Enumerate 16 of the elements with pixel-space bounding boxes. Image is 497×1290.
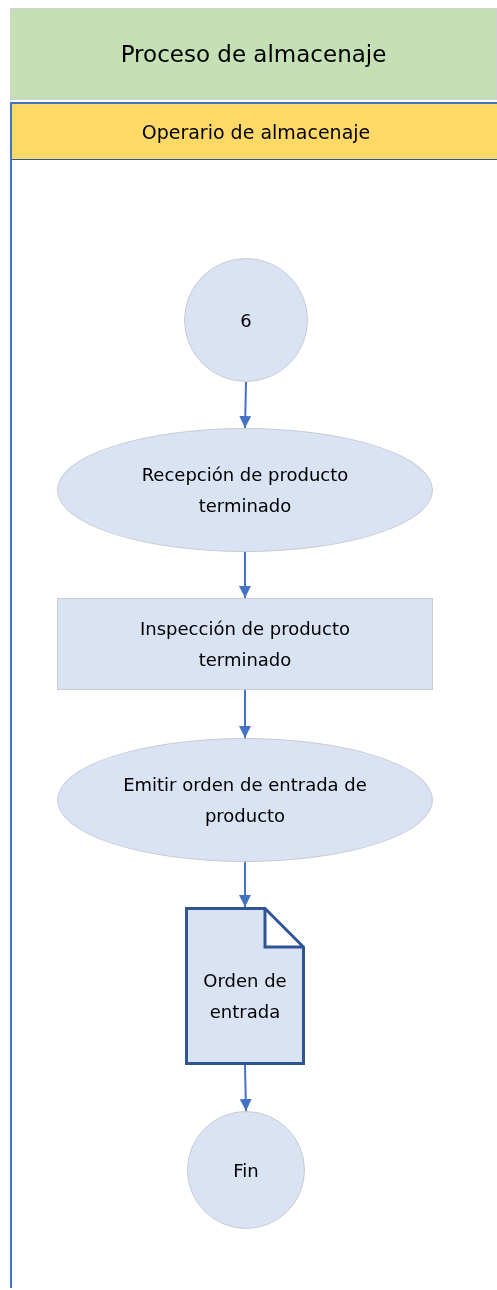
node-label: 6 — [239, 308, 253, 333]
node-label: Fin — [232, 1158, 260, 1183]
process-box — [57, 598, 433, 690]
node-label: Emitir orden de entrada de producto — [122, 773, 368, 828]
arrow — [239, 861, 251, 908]
node-label: Recepción de producto terminado — [140, 463, 350, 518]
arrow — [239, 551, 251, 599]
arrow — [239, 381, 252, 429]
title-banner: Proceso de almacenaje — [10, 8, 497, 100]
node-label: Inspección de producto terminado — [139, 617, 351, 672]
arrow — [239, 1064, 252, 1112]
node-label: Orden de entrada — [202, 969, 288, 1024]
swimlane — [10, 102, 497, 1288]
arrow — [239, 689, 251, 739]
lane-header: Operario de almacenaje — [12, 104, 497, 160]
document-symbol — [185, 907, 305, 1065]
